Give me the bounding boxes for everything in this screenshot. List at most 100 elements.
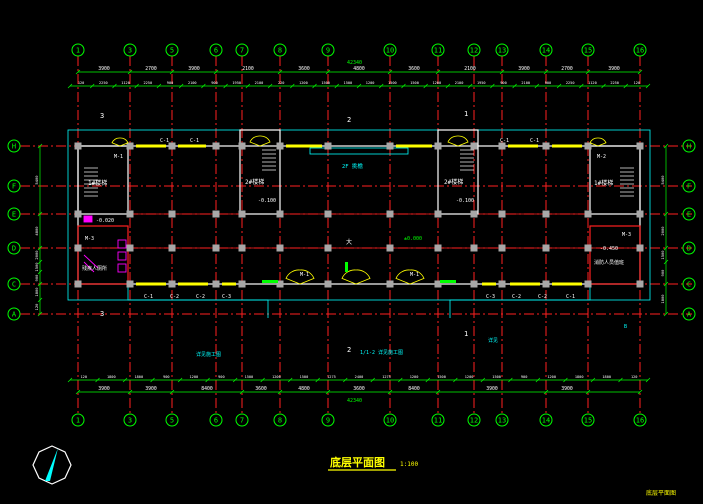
dim-bottom-main-tick-3 [239, 389, 245, 395]
dim-top-detail-label-15: 1500 [410, 81, 419, 85]
dim-top-detail-tick-5 [178, 83, 184, 89]
column-D-10 [386, 244, 394, 252]
column-C-5 [168, 280, 176, 288]
dim-left-label-1: 4800 [34, 226, 39, 236]
dim-top-detail-tick-24 [601, 83, 606, 89]
section-mark-top: 2 [347, 116, 351, 124]
entrance-markers [262, 262, 456, 283]
dim-top-detail-tick-9 [267, 83, 273, 89]
bubble-right-D-ring [682, 241, 696, 255]
bubble-top-1-text: 1 [76, 47, 80, 55]
dim-bottom-detail-label-5: 900 [218, 375, 225, 379]
dim-top-main-label-1: 2700 [145, 66, 157, 72]
door-stair-1-right-left-leaf [589, 137, 599, 147]
column-H-12 [470, 142, 478, 150]
bubble-bottom-15-ring [581, 413, 595, 427]
column-H-16 [636, 142, 644, 150]
dim-top-detail-label-5: 2100 [188, 81, 197, 85]
dim-top-main-label-0: 3900 [98, 66, 110, 72]
window-label-8: C-3 [222, 294, 231, 300]
dim-bottom-detail-tick-20 [618, 377, 623, 383]
dim-top-main-tick-2 [169, 69, 175, 75]
level-label-3: -0.100 [456, 198, 474, 204]
door-stair-1-right-right-leaf [597, 137, 607, 147]
dim-bottom-main-label-3: 3600 [255, 386, 267, 392]
dim-top-detail-tick-12 [334, 83, 340, 89]
dim-bottom-detail-label-9: 1275 [327, 375, 336, 379]
bubble-left-A-text: A [12, 311, 17, 319]
dim-top-detail-tick-3 [134, 83, 139, 89]
column-C-11 [434, 280, 442, 288]
dim-bottom-main-tick-6 [387, 389, 393, 395]
section-mark-right-top: 1 [464, 110, 468, 118]
column-E-14 [542, 210, 550, 218]
dim-bottom-main-tick-2 [169, 389, 175, 395]
door-label-4: M-3 [622, 232, 631, 238]
dim-bottom-detail-tick-2 [122, 377, 128, 383]
column-C-1 [74, 280, 82, 288]
window-label-2: C-1 [190, 138, 199, 144]
dim-top-detail-label-10: 1200 [299, 81, 308, 85]
bubble-right-D-text: D [687, 245, 691, 253]
dim-left-tick-3 [37, 259, 43, 265]
dim-bottom-main-tick-5 [325, 389, 331, 395]
window-top-5 [508, 144, 538, 148]
column-E-10 [386, 210, 394, 218]
window-label-7: C-2 [196, 294, 205, 300]
room-label-stair-1-right: 1#楼梯 [594, 179, 613, 187]
bubble-left-C-ring [7, 277, 21, 291]
dim-top-main-label-8: 3900 [518, 66, 530, 72]
dim-top-detail-label-13: 1200 [366, 81, 375, 85]
dim-right-tick-0 [663, 143, 669, 149]
office-room [589, 225, 641, 285]
bubble-top-3-text: 3 [128, 47, 132, 55]
column-H-1 [74, 142, 82, 150]
dim-left-tick-6 [37, 297, 43, 303]
bubble-left-A-ring [7, 307, 21, 321]
dim-bottom-main-label-4: 4800 [298, 386, 310, 392]
column-H-15 [584, 142, 592, 150]
dim-top-detail-tick-4 [156, 83, 162, 89]
window-bottom-5 [510, 282, 540, 286]
section-mark-right-bottom: 1 [464, 330, 468, 338]
bubble-bottom-7-text: 7 [240, 417, 244, 425]
dim-top-detail-tick-8 [245, 83, 251, 89]
room-label-toilet: 残疾人厕所 [82, 265, 107, 272]
column-E-15 [584, 210, 592, 218]
bubble-left-D-ring [7, 241, 21, 255]
column-D-8 [276, 244, 284, 252]
entrance-wall-right [449, 284, 591, 318]
dim-bottom-main-tick-0 [75, 389, 81, 395]
dim-top-detail-tick-7 [223, 83, 228, 89]
overall-width-top: 42340 [347, 60, 362, 66]
north-arrow-needle [45, 448, 58, 481]
bubble-bottom-9-text: 9 [326, 417, 330, 425]
dim-bottom-detail-label-13: 1500 [437, 375, 446, 379]
window-label-12: C-1 [566, 294, 575, 300]
bubble-bottom-3-text: 3 [128, 417, 132, 425]
column-E-7 [238, 210, 246, 218]
bubble-bottom-12-ring [467, 413, 481, 427]
dim-bottom-main-label-2: 8400 [201, 386, 213, 392]
dim-bottom-detail-tick-5 [205, 377, 210, 383]
door-entrance-1-left-leaf [285, 269, 301, 285]
door-label-2: M-2 [597, 154, 606, 160]
dim-top-detail-tick-1 [89, 83, 95, 89]
dim-left-tick-1 [37, 211, 43, 217]
room-label-stair-2-right: 2#楼梯 [444, 178, 463, 186]
level-label-2: -0.100 [258, 198, 276, 204]
column-D-6 [212, 244, 220, 252]
dim-bottom-main-label-8: 3900 [561, 386, 573, 392]
dim-top-detail-tick-6 [201, 83, 206, 89]
dim-top-detail-tick-11 [312, 83, 317, 89]
bubble-bottom-10-ring [383, 413, 397, 427]
dim-bottom-detail-tick-0 [67, 377, 73, 383]
bubble-right-F-text: F [687, 183, 691, 191]
dim-left-label-6: 120 [34, 303, 39, 311]
column-E-5 [168, 210, 176, 218]
dim-top-main-label-10: 3900 [608, 66, 620, 72]
dim-left-tick-5 [37, 281, 43, 287]
dim-bottom-detail-tick-10 [342, 377, 348, 383]
bubble-top-13-text: 13 [498, 47, 506, 55]
